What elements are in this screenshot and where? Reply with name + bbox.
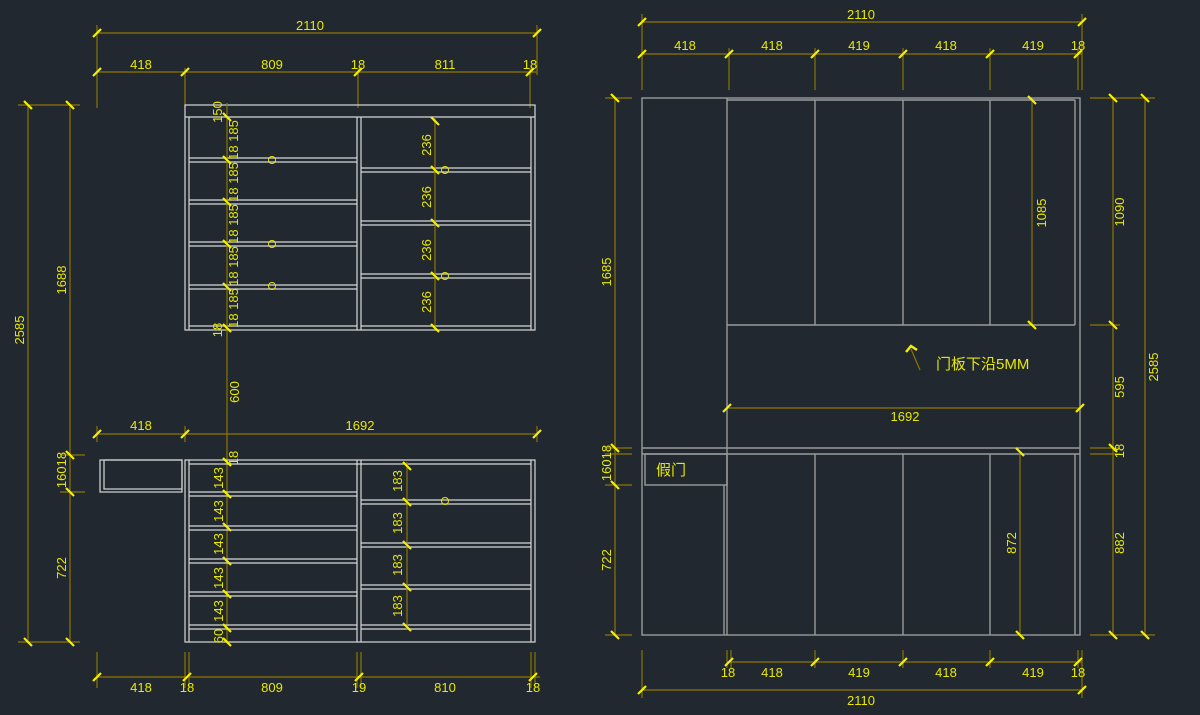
dim-text: 143 <box>211 600 226 622</box>
dim-text: 600 <box>227 381 242 403</box>
dim-text: 1685 <box>599 258 614 287</box>
dim-text: 18 <box>526 680 540 695</box>
dim-text: 595 <box>1112 376 1127 398</box>
dim-text: 419 <box>848 665 870 680</box>
left-bottom-dimensions: 418 18 809 19 810 18 <box>92 652 540 695</box>
dim-text: 143 <box>211 533 226 555</box>
dim-text: 882 <box>1112 532 1127 554</box>
dim-text: 2585 <box>1146 353 1161 382</box>
dim-text: 236 <box>419 239 434 261</box>
dim-text: 722 <box>54 557 69 579</box>
dim-text: 18 185 <box>226 288 241 328</box>
dim-text: 16018 <box>599 445 614 481</box>
dim-text: 1692 <box>346 418 375 433</box>
dim-text: 811 <box>435 57 456 72</box>
dim-text: 419 <box>848 38 870 53</box>
dim-text: 722 <box>599 549 614 571</box>
dim-text: 418 <box>130 680 152 695</box>
lower-cabinet: 18 143 143 143 143 143 60 183 183 183 18… <box>99 451 536 647</box>
dim-text: 236 <box>419 291 434 313</box>
right-right-dimensions: 1090 595 18 882 2585 <box>1090 93 1161 640</box>
dim-text: 809 <box>261 57 283 72</box>
dim-text: 2585 <box>12 316 27 345</box>
dim-text: 236 <box>419 186 434 208</box>
dim-text: 1090 <box>1112 198 1127 227</box>
dim-text: 236 <box>419 134 434 156</box>
right-left-dimensions: 1685 16018 722 <box>599 93 632 640</box>
dim-text: 1085 <box>1034 199 1049 228</box>
dim-text: 18 <box>351 57 365 72</box>
dim-text: 16018 <box>54 452 69 488</box>
dim-text: 143 <box>211 567 226 589</box>
dim-text: 183 <box>390 512 405 534</box>
dim-text: 60 <box>211 629 226 643</box>
dim-text: 418 <box>130 418 152 433</box>
dim-text: 418 <box>674 38 696 53</box>
dim-text: 872 <box>1004 532 1019 554</box>
right-bottom-dimensions: 18 418 419 418 419 18 2110 <box>637 650 1087 708</box>
dim-text: 18 <box>1112 444 1127 458</box>
dim-text: 18 <box>1071 665 1085 680</box>
dim-text: 418 <box>761 38 783 53</box>
dim-text: 2110 <box>847 7 875 22</box>
dim-text: 183 <box>390 470 405 492</box>
dim-text: 150 <box>210 101 225 123</box>
dim-text: 2110 <box>296 18 324 33</box>
right-elevation: 2110 418 418 419 418 419 18 假门 1085 872 … <box>599 7 1161 708</box>
dim-text: 18 185 <box>226 204 241 244</box>
wardrobe-front: 假门 <box>641 97 1081 636</box>
right-top-dimensions: 2110 418 418 419 418 419 18 <box>637 7 1087 90</box>
dim-text: 18 <box>226 451 241 465</box>
dim-text: 18 185 <box>226 162 241 202</box>
dim-text: 183 <box>390 554 405 576</box>
dim-text: 419 <box>1022 665 1044 680</box>
fake-door-label: 假门 <box>656 462 686 479</box>
dim-text: 143 <box>211 500 226 522</box>
upper-cabinet: 150 18 185 18 185 18 185 18 185 18 185 1… <box>184 101 536 642</box>
dim-text: 18 <box>210 323 225 337</box>
annotation-note: 门板下沿5MM <box>936 355 1029 373</box>
dim-text: 418 <box>935 38 957 53</box>
right-inner-dimensions: 1085 872 1692 门板下沿5MM <box>722 95 1085 640</box>
dim-text: 143 <box>211 467 226 489</box>
leader-arrow <box>910 348 921 371</box>
dim-text: 19 <box>352 680 366 695</box>
dim-text: 810 <box>434 680 456 695</box>
dim-text: 18 <box>180 680 194 695</box>
dim-text: 418 <box>130 57 152 72</box>
dim-text: 18 <box>721 665 735 680</box>
dim-text: 18 <box>523 57 537 72</box>
dim-text: 418 <box>935 665 957 680</box>
left-side-dimensions: 2585 1688 16018 722 600 <box>12 100 242 647</box>
dim-text: 18 185 <box>226 246 241 286</box>
dim-text: 809 <box>261 680 283 695</box>
arrow-head-icon <box>905 344 918 353</box>
dim-text: 1692 <box>891 409 920 424</box>
dim-text: 418 <box>761 665 783 680</box>
left-elevation: 2110 418 809 18 811 18 2585 1688 16018 7… <box>12 18 542 695</box>
left-middle-dimensions: 418 1692 <box>92 418 542 442</box>
dim-text: 18 <box>1071 38 1085 53</box>
dim-text: 18 185 <box>226 120 241 160</box>
dim-text: 183 <box>390 595 405 617</box>
dim-text: 419 <box>1022 38 1044 53</box>
dim-text: 2110 <box>847 693 875 708</box>
left-top-dimensions: 2110 418 809 18 811 18 <box>92 18 542 108</box>
dim-text: 1688 <box>54 266 69 295</box>
